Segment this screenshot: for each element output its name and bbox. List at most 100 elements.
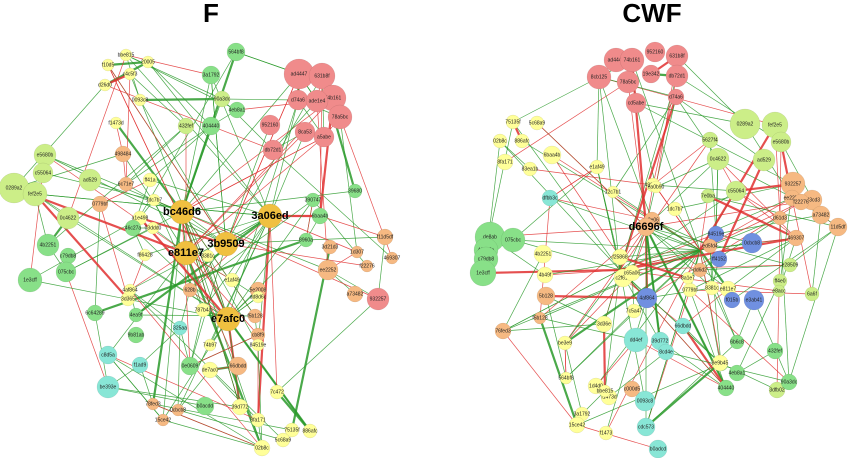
node-label: db72d1 <box>669 73 686 79</box>
node-label: a73482 <box>347 291 364 297</box>
node-label: a8e06 <box>645 217 659 223</box>
network-edge <box>227 199 314 320</box>
network-edge <box>210 74 227 245</box>
network-node <box>275 432 291 448</box>
node-label: 8fa171 <box>497 159 513 165</box>
node-label: 03ddd0 <box>145 225 162 231</box>
network-edge <box>67 217 229 320</box>
network-node <box>586 64 612 90</box>
network-edge <box>545 295 605 325</box>
network-edge <box>202 215 271 311</box>
network-node <box>226 42 246 62</box>
node-label: ade1e4 <box>309 98 326 104</box>
network-node <box>598 425 614 441</box>
node-label: 8381c <box>705 285 719 291</box>
network-edge <box>139 99 227 245</box>
network-edge <box>727 237 797 290</box>
network-node <box>589 159 605 175</box>
network-node <box>259 114 281 136</box>
network-edge <box>89 179 183 213</box>
network-edge <box>147 61 212 127</box>
network-edge <box>595 249 701 387</box>
node-label: 631b8f <box>314 73 330 79</box>
network-edge <box>512 239 621 271</box>
network-edge <box>619 249 701 258</box>
node-label: 6b6c8 <box>730 339 744 345</box>
network-node <box>811 205 831 225</box>
network-node <box>213 90 231 108</box>
node-label: 8a1e7 <box>681 275 695 281</box>
hub-node <box>213 231 239 257</box>
node-label: 3d36e <box>597 321 611 327</box>
network-edge <box>181 125 212 213</box>
node-label: 932257 <box>370 296 387 302</box>
network-edge <box>225 243 368 267</box>
node-label: ad529 <box>83 177 97 183</box>
network-node <box>317 259 339 281</box>
node-label: 8381c <box>201 253 215 259</box>
node-label: 8fa171 <box>250 417 266 423</box>
network-edge <box>631 59 701 251</box>
network-edge <box>644 226 662 342</box>
network-node <box>228 356 248 376</box>
node-label: 1d4d0 <box>589 383 603 389</box>
hub-label: 3b9509 <box>207 238 244 250</box>
node-label: 6baa4b <box>544 152 561 158</box>
network-edge <box>269 215 358 253</box>
network-edge <box>149 179 271 217</box>
network-edge <box>551 154 701 251</box>
network-node <box>611 248 629 266</box>
node-label: 4b2251 <box>535 251 552 257</box>
network-edge <box>598 76 621 271</box>
node-label: db72d1 <box>265 147 282 153</box>
network-node <box>141 55 155 69</box>
node-label: ad529 <box>757 157 771 163</box>
node-label: 0c4622 <box>60 215 77 221</box>
network-node <box>250 412 266 428</box>
network-edge <box>104 84 274 151</box>
node-label: 1e3cff <box>476 270 490 276</box>
node-label: f11d5df <box>377 234 394 240</box>
network-node <box>322 239 338 255</box>
network-node <box>634 390 656 412</box>
network-edge <box>185 131 306 254</box>
network-node <box>228 101 246 119</box>
node-label: 498484 <box>115 151 132 157</box>
network-edge <box>776 290 780 391</box>
node-label: fef2e5 <box>768 122 782 128</box>
network-edge <box>645 96 677 228</box>
node-label: 432fef <box>179 123 194 129</box>
hub-label: e811e7 <box>168 247 204 259</box>
node-label: 631b8f <box>669 53 685 59</box>
network-edge <box>125 54 212 76</box>
network-node <box>156 413 170 427</box>
node-label: 7c472 <box>270 389 284 395</box>
network-edge <box>652 139 711 186</box>
network-edge <box>227 239 307 320</box>
network-node <box>302 423 318 439</box>
node-label: 74b97 <box>203 342 217 348</box>
network-edge <box>689 289 727 389</box>
network-edge <box>544 269 621 276</box>
network-node <box>133 93 147 107</box>
node-label: f22276 <box>359 263 375 269</box>
network-edge <box>225 124 271 245</box>
node-label: 0779bf <box>682 287 698 293</box>
node-label: 3d21d3 <box>322 244 339 250</box>
network-node <box>752 148 776 172</box>
node-label: d61d3 <box>773 215 787 221</box>
node-label: 84519e <box>250 342 267 348</box>
network-edge <box>576 424 659 450</box>
network-node <box>559 371 573 385</box>
network-node <box>177 117 195 135</box>
node-label: 6a6f <box>807 291 817 297</box>
network-edge <box>94 203 101 314</box>
panel-title-right: CWF <box>622 0 681 28</box>
network-edge <box>185 136 325 254</box>
network-node <box>385 251 399 265</box>
network-edge <box>529 168 654 186</box>
network-node <box>598 384 612 398</box>
node-label: d26d0 <box>98 82 112 88</box>
network-node <box>201 116 221 136</box>
network-edge <box>139 217 229 320</box>
